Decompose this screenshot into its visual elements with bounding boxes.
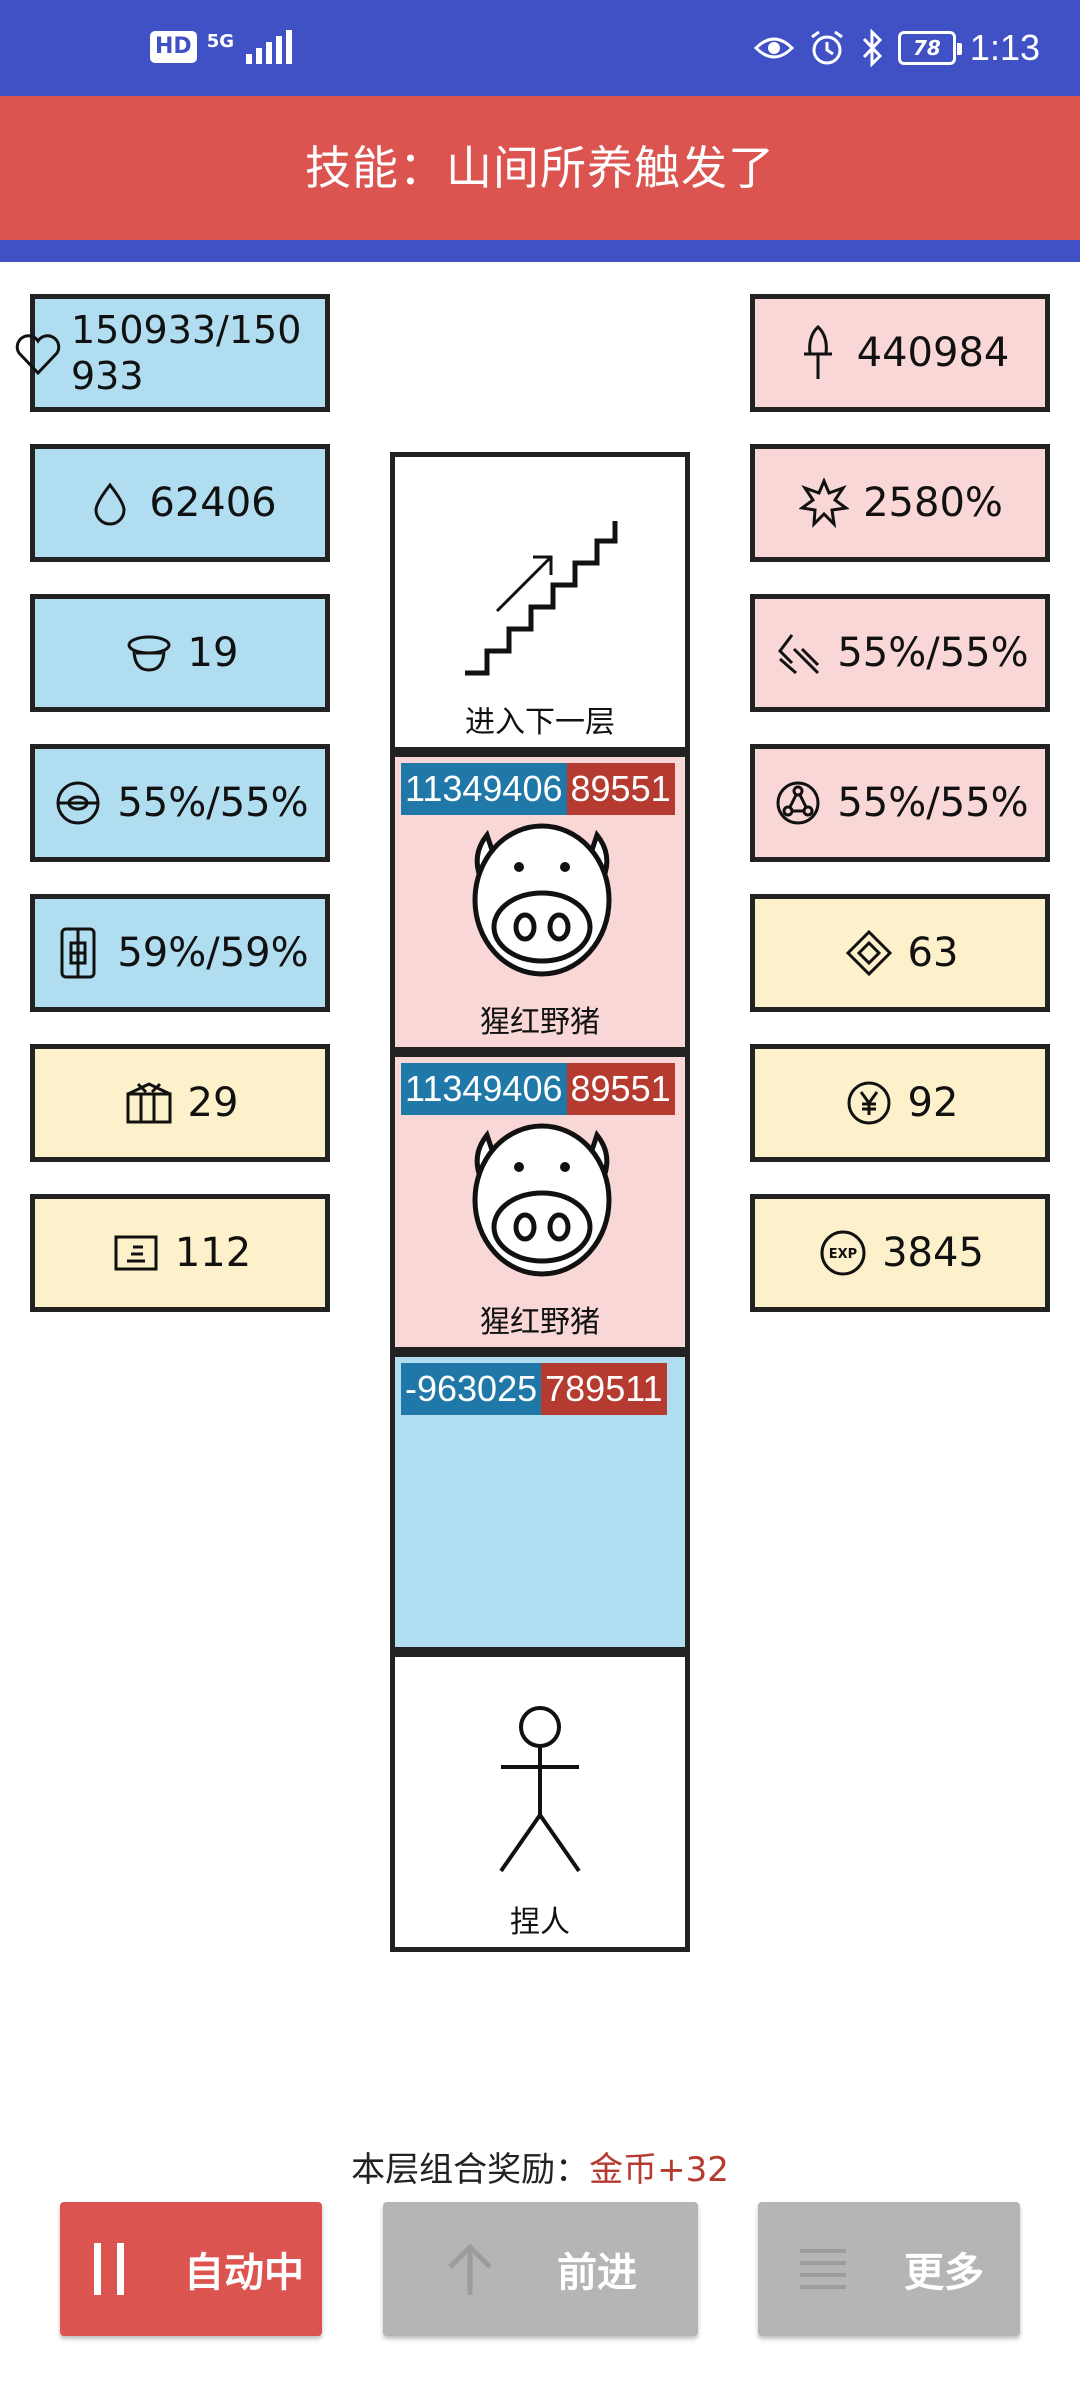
alarm-icon [811,30,843,65]
bluetooth-icon [862,29,883,67]
armor-icon [60,927,96,979]
enemy-attack: 89551 [566,1063,675,1115]
stat-crit: 2580% [750,444,1050,562]
slash-icon [778,634,820,675]
enemy-stats-bar: 11349406 89551 [401,763,675,815]
enemy-name: 猩红野猪 [480,1005,600,1040]
stat-armor: 59%/59% [30,894,330,1012]
enemy-cell[interactable]: 11349406 89551 猩红野猪 [390,1052,690,1352]
skill-trigger-banner: 技能：山间所养触发了 [0,96,1080,240]
network-label: 5G [206,30,234,52]
signal-icon [246,30,292,64]
stat-gift: 29 [30,1044,330,1162]
floor-reward: 本层组合奖励：金币+32 [0,2142,1080,2191]
stat-value: 2580% [863,480,1003,526]
auto-label: 自动中 [184,2250,304,2296]
boar-icon [472,1123,612,1277]
helmet-icon [127,635,171,672]
shield-ring-icon [56,781,100,825]
card-icon [114,1235,158,1271]
player-label: 捏人 [510,1905,570,1940]
auto-button[interactable]: 自动中 [60,2202,322,2336]
svg-text:EXP: EXP [829,1247,857,1262]
clock: 1:13 [969,27,1040,68]
hd-icon: HD [150,31,197,63]
menu-icon [800,2249,846,2289]
cell-stats-bar: -963025 789511 [401,1363,667,1415]
player-cell[interactable]: 捏人 [390,1652,690,1952]
arrow-up-icon [448,2243,492,2295]
diamond-icon [845,929,892,977]
enemy-cell[interactable]: 11349406 89551 猩红野猪 [390,752,690,1052]
gift-box-icon [126,1082,172,1124]
forward-button[interactable]: 前进 [383,2202,698,2336]
stat-value: 3845 [882,1230,984,1276]
stat-value: 55%/55% [837,780,1029,826]
stat-defense: 19 [30,594,330,712]
stairs-icon [465,521,618,676]
stat-value: 59%/59% [117,930,309,976]
enemy-hp: 11349406 [401,1063,567,1115]
more-button[interactable]: 更多 [758,2202,1020,2336]
stat-value: 112 [174,1230,252,1276]
stairs-label: 进入下一层 [465,705,615,740]
battery-icon: 78 [897,31,962,65]
stat-value: 29 [187,1080,239,1126]
stat-value: 55%/55% [837,630,1029,676]
drop-icon [94,482,126,526]
stat-value: 55%/55% [117,780,309,826]
heart-icon [15,334,61,376]
stat-value: 19 [187,630,239,676]
yen-coin-icon [847,1081,891,1125]
burst-icon [799,478,850,528]
cell-hp: -963025 [401,1363,542,1415]
stat-block: 55%/55% [30,744,330,862]
stat-gem: 63 [750,894,1050,1012]
stat-combo: 55%/55% [750,744,1050,862]
enemy-stats-bar: 11349406 89551 [401,1063,675,1115]
stat-attack: 440984 [750,294,1050,412]
stat-value: 92 [907,1080,959,1126]
stat-gold: 92 [750,1044,1050,1162]
exp-icon: EXP [820,1230,866,1276]
reward-value: 金币+32 [589,2150,729,2190]
stat-value: 440984 [856,330,1010,376]
more-label: 更多 [904,2250,984,2296]
reward-label: 本层组合奖励： [351,2150,590,2190]
stat-exp: EXP 3845 [750,1194,1050,1312]
stat-mana: 62406 [30,444,330,562]
empty-cell[interactable]: -963025 789511 [390,1352,690,1652]
pause-icon [94,2243,124,2295]
stat-pierce: 55%/55% [750,594,1050,712]
stat-value: 150933/150933 [71,308,302,398]
triad-icon [776,781,820,825]
forward-label: 前进 [557,2250,637,2296]
enemy-attack: 89551 [566,763,675,815]
status-bar: HD 5G 78 1:13 [0,0,1080,96]
stat-value: 62406 [149,480,277,526]
stat-hp: 150933/150933 [15,294,330,412]
stairs-cell[interactable]: 进入下一层 [390,452,690,752]
stat-card: 112 [30,1194,330,1312]
enemy-hp: 11349406 [401,763,567,815]
eye-icon [753,37,794,59]
sword-icon [803,324,832,379]
cell-attack: 789511 [541,1363,667,1415]
stick-figure-icon [499,1706,581,1873]
header-strip [0,240,1080,262]
enemy-name: 猩红野猪 [480,1305,600,1340]
stat-value: 63 [907,930,959,976]
boar-icon [472,823,612,977]
